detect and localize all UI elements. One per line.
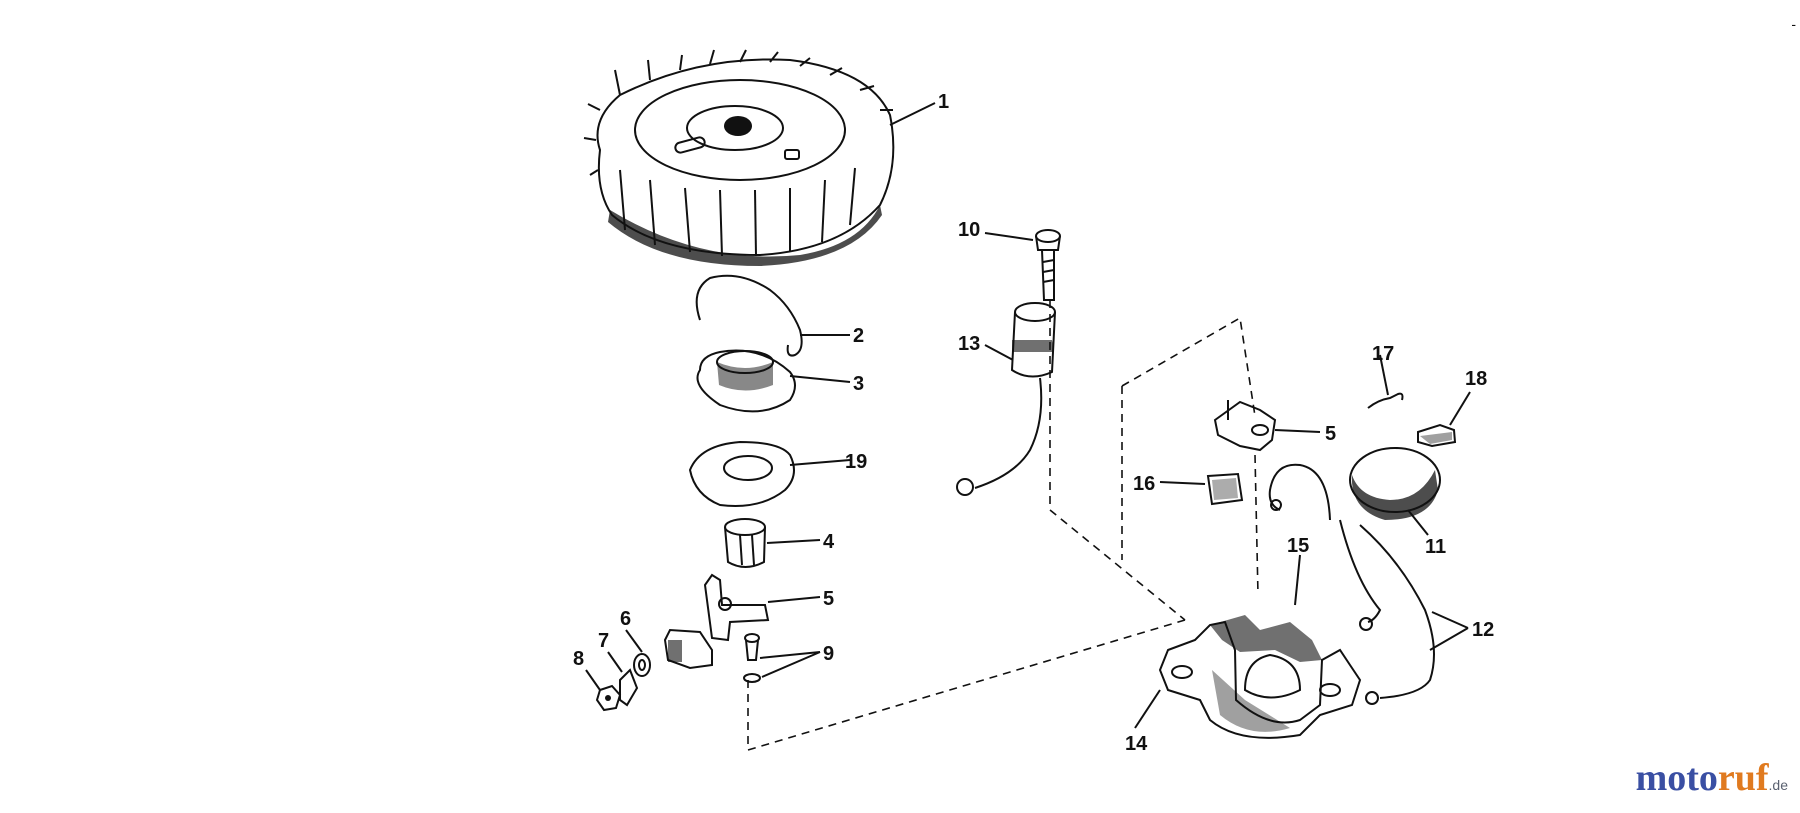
callout-15: 15 — [1287, 535, 1309, 557]
clip-small-part — [619, 668, 639, 707]
breaker-box-part — [1158, 615, 1362, 739]
callout-6: 6 — [620, 608, 631, 630]
callout-19: 19 — [845, 451, 867, 473]
logo-suffix: .de — [1768, 777, 1788, 793]
flywheel-part — [583, 49, 895, 266]
callout-1: 1 — [938, 91, 949, 113]
alignment-dashed-lines — [747, 300, 1259, 751]
condenser-part — [956, 302, 1056, 496]
callout-11: 11 — [1425, 536, 1446, 558]
point-set-part — [663, 628, 713, 670]
pad-part — [1206, 472, 1244, 506]
coil-part — [1268, 447, 1441, 521]
breaker-arm-right-part — [1213, 400, 1277, 452]
callout-2: 2 — [853, 325, 864, 347]
bushing-part — [724, 518, 766, 568]
corner-mark: - — [1791, 16, 1796, 32]
callout-3: 3 — [853, 373, 864, 395]
felt-part — [1417, 423, 1457, 448]
breaker-arm-part — [703, 573, 770, 642]
callout-16: 16 — [1133, 473, 1155, 495]
spring-wire-part — [1367, 392, 1404, 409]
callout-14: 14 — [1125, 733, 1148, 755]
spring-clip-part — [695, 274, 803, 357]
screw-washer-part — [743, 633, 761, 683]
nut-part — [595, 684, 622, 712]
logo-word-blue: moto — [1635, 757, 1718, 799]
callout-5a: 5 — [823, 588, 834, 610]
leader-lines — [585, 102, 1471, 729]
washer-small-part — [633, 653, 651, 677]
plate-washer-part — [688, 440, 795, 507]
callout-5b: 5 — [1325, 423, 1336, 445]
callout-4: 4 — [823, 531, 835, 553]
watermark-logo: motoruf.de — [1636, 756, 1788, 800]
leads-part — [1339, 519, 1435, 705]
callout-17: 17 — [1372, 343, 1394, 365]
callout-9: 9 — [823, 643, 834, 665]
logo-word-orange: ruf — [1717, 757, 1769, 799]
callout-12: 12 — [1472, 619, 1494, 641]
callout-10: 10 — [958, 219, 980, 241]
callout-numbers: 1 2 3 19 4 5 9 6 7 8 10 13 5 17 18 16 11… — [573, 91, 1494, 755]
cam-part — [696, 349, 796, 413]
screw-part — [1035, 229, 1061, 301]
callout-8: 8 — [573, 648, 584, 670]
callout-18: 18 — [1465, 368, 1487, 390]
callout-7: 7 — [598, 630, 609, 652]
callout-13: 13 — [958, 333, 980, 355]
